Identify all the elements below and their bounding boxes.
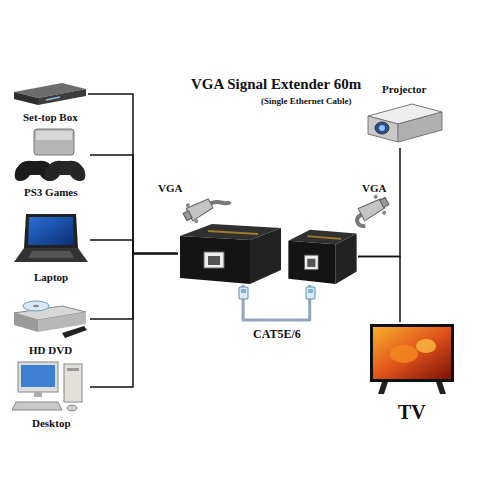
device-node: Set-top Box <box>12 80 88 108</box>
node-label-box: Set-top Box <box>23 111 78 124</box>
tv-icon <box>368 322 456 398</box>
node-label-box: PS3 Games <box>24 186 77 199</box>
cable-label: CAT5E/6 <box>251 328 303 342</box>
ps3-icon <box>12 127 90 183</box>
node-label-box: HD DVD <box>29 344 72 357</box>
device-node: TV <box>368 322 456 398</box>
device-label: VGA <box>362 182 386 195</box>
device-label: HD DVD <box>29 344 72 357</box>
vga-cable-icon <box>180 185 232 226</box>
device-node: Laptop <box>12 212 90 268</box>
node-label-box: VGA <box>362 182 386 195</box>
node-label-box: Desktop <box>32 417 71 430</box>
node-label-box: TV <box>398 401 426 424</box>
signal-cable <box>90 155 178 254</box>
desk-icon <box>12 360 90 414</box>
device-node: HD DVD <box>12 297 90 341</box>
node-label-box: Projector <box>382 83 426 96</box>
device-node: Desktop <box>12 360 90 414</box>
signal-cable <box>88 94 178 254</box>
vga-cable-icon <box>350 191 393 228</box>
signal-cable <box>358 148 400 257</box>
laptop-icon <box>12 212 90 268</box>
dvd-icon <box>12 297 90 341</box>
rj45-plug <box>239 287 248 299</box>
signal-cable <box>90 240 178 254</box>
subtitle-note: (Single Ethernet Cable) <box>261 96 352 106</box>
device-label: Set-top Box <box>23 111 78 124</box>
rj45-plug <box>306 287 315 299</box>
device-node: PS3 Games <box>12 127 90 183</box>
ext-icon <box>178 222 283 285</box>
node-label-box: VGA <box>158 182 182 195</box>
device-node: VGA <box>287 228 358 285</box>
device-label: Desktop <box>32 417 71 430</box>
signal-cable <box>90 254 178 320</box>
device-label: TV <box>398 401 426 424</box>
diagram-title: VGA Signal Extender 60m <box>191 76 361 93</box>
device-node: VGA <box>178 222 283 285</box>
signal-cable <box>358 257 400 323</box>
device-label: Projector <box>382 83 426 96</box>
device-node: Projector <box>362 100 446 148</box>
stb-icon <box>12 80 88 108</box>
signal-cable <box>243 285 310 320</box>
device-label: VGA <box>158 182 182 195</box>
device-label: PS3 Games <box>24 186 77 199</box>
ext-icon <box>287 228 358 285</box>
node-label-box: Laptop <box>34 271 68 284</box>
proj-icon <box>362 100 446 148</box>
device-label: Laptop <box>34 271 68 284</box>
signal-cable <box>90 254 178 388</box>
